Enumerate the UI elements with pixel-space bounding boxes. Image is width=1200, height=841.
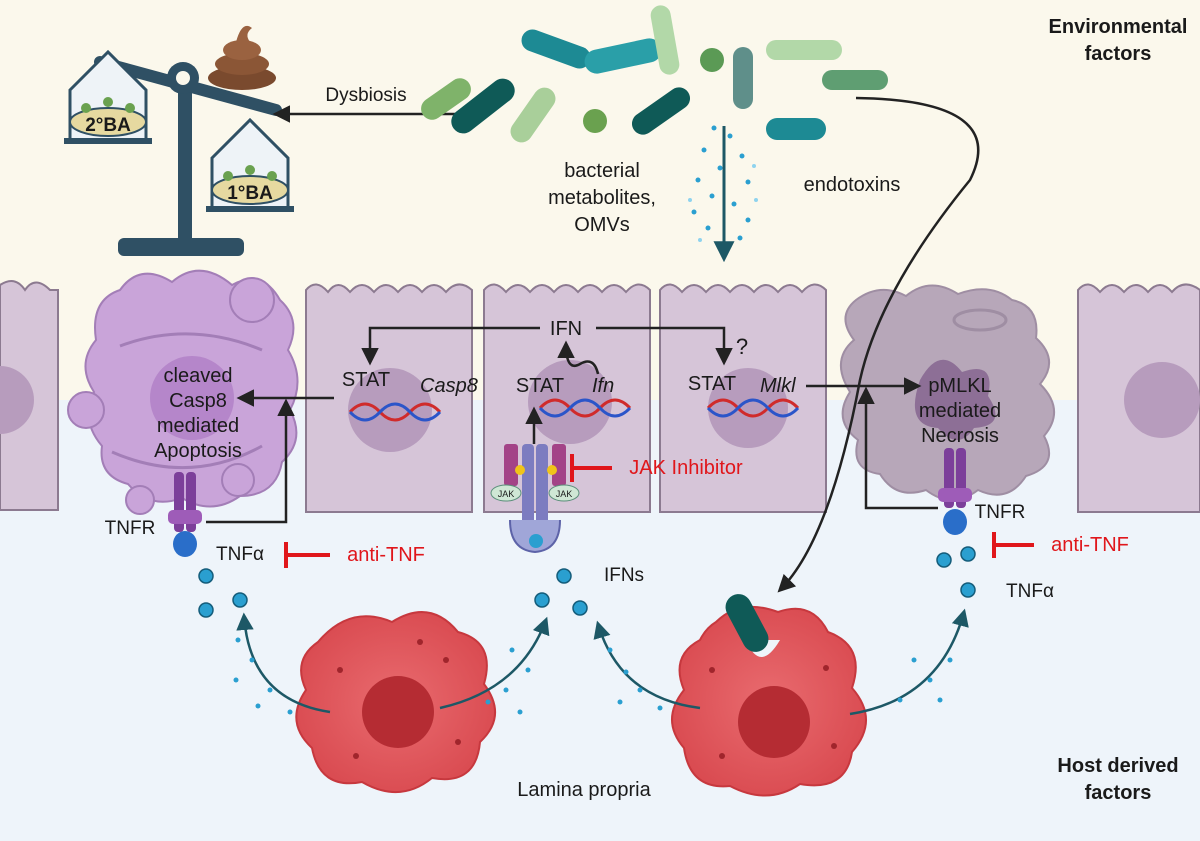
apoptosis-line1: cleaved [164,365,233,387]
necrosis-line2: mediated [919,400,1001,422]
scale-pillar [178,74,192,242]
gut-bacteria-cluster [421,5,888,143]
necrosis-line1: pMLKL [928,375,991,397]
stool-icon [208,25,276,90]
ifn-to-right-stat-arrow [596,326,733,366]
tnfr-to-necrosis-arrow [857,386,938,510]
bacterium-icon [650,5,680,75]
anti-tnf-left-label: anti-TNF [347,544,425,566]
jak-receptor-complex: JAK JAK [490,444,580,554]
apoptosis-line3: mediated [157,415,239,437]
dna-helix-icon [538,398,632,418]
host-derived-factors-line1: Host derived [1057,755,1178,777]
epithelial-layer [0,269,1200,515]
bacterium-icon [700,48,724,72]
ifns-label: IFNs [604,565,644,586]
tnfr-left-label: TNFR [105,518,156,539]
casp8-gene-label: Casp8 [420,375,478,397]
bacterium-icon [584,38,662,74]
macrophage-left [295,611,497,794]
endotoxins-label: endotoxins [804,174,901,196]
bacterium-icon [521,29,591,69]
secreted-cytokine-particles [233,637,953,715]
metabolite-particles [688,125,758,242]
anti-tnf-right-label: anti-TNF [1051,534,1129,556]
bacterium-icon [451,78,515,134]
tnf-receptor-right [938,448,972,535]
scale-base [118,238,244,256]
lamina-propria-label: Lamina propria [517,779,651,801]
bacterial-metabolites-line3: OMVs [574,214,630,236]
cell-nucleus [1124,362,1200,438]
cell-nucleus [348,368,432,452]
ifn-label: IFN [550,318,582,340]
tnfr-right-label: TNFR [975,502,1026,523]
cell-nucleus [0,366,34,434]
tnfa-right-label: TNFα [1006,581,1054,602]
host-derived-factors-line2: factors [1085,782,1152,804]
apoptosis-line4: Apoptosis [154,440,242,462]
ifn-to-left-stat-arrow [361,326,540,366]
jak-left-label: JAK [498,489,515,499]
ifn-gene-label: Ifn [592,375,614,397]
stat-label-left: STAT [342,369,390,391]
bacterium-icon [766,118,826,140]
primary-bile-acid-label: 1°BA [227,183,273,204]
cell-nucleus [708,368,788,448]
bacterium-icon [631,87,691,135]
environmental-factors-line2: factors [1085,43,1152,65]
tnfr-to-apoptosis-arrow [206,398,295,524]
stat-label-middle: STAT [516,375,564,397]
secondary-bile-acid-blob [69,107,147,137]
tnfa-left-label: TNFα [216,544,264,565]
dysbiosis-label: Dysbiosis [325,85,406,106]
question-mark: ? [736,334,748,359]
bacterium-icon [733,47,753,109]
apoptosis-line2: Casp8 [169,390,227,412]
stat-label-right: STAT [688,373,736,395]
environmental-factors-line1: Environmental [1049,16,1188,38]
necrotic-cell [840,284,1056,501]
macrophage-secretion-arrows [236,608,969,716]
bacterium-icon [510,87,556,143]
secondary-bile-acid-label: 2°BA [85,115,131,136]
ifn-molecules [534,568,588,616]
ifn-secretion-arrow [557,340,600,375]
apoptotic-cell [67,269,299,515]
bacterial-metabolites-line1: bacterial [564,160,640,182]
bile-acid-balance-scale: 2°BA 1°BA [64,49,294,256]
jak-inhibitor-label: JAK Inhibitor [629,457,743,479]
bacterium-icon [583,109,607,133]
macrophage-right [671,605,867,797]
bacterium-icon [766,40,842,60]
bacterium-icon [822,70,888,90]
tnf-alpha-molecules [198,546,976,618]
bacterium-icon [421,78,471,120]
endotoxin-to-macrophage-arrow [777,96,980,593]
jak-right-label: JAK [556,489,573,499]
primary-bile-acid-blob [211,175,289,205]
tnf-receptor-left [168,472,202,557]
bacterial-metabolites-line2: metabolites, [548,187,656,209]
engulfed-bacterium-icon [725,594,769,652]
mlkl-gene-label: Mlkl [760,375,796,397]
dna-helix-icon [706,398,800,418]
dna-helix-icon [348,402,442,422]
cell-nucleus [528,360,612,444]
necrosis-line3: Necrosis [921,425,999,447]
